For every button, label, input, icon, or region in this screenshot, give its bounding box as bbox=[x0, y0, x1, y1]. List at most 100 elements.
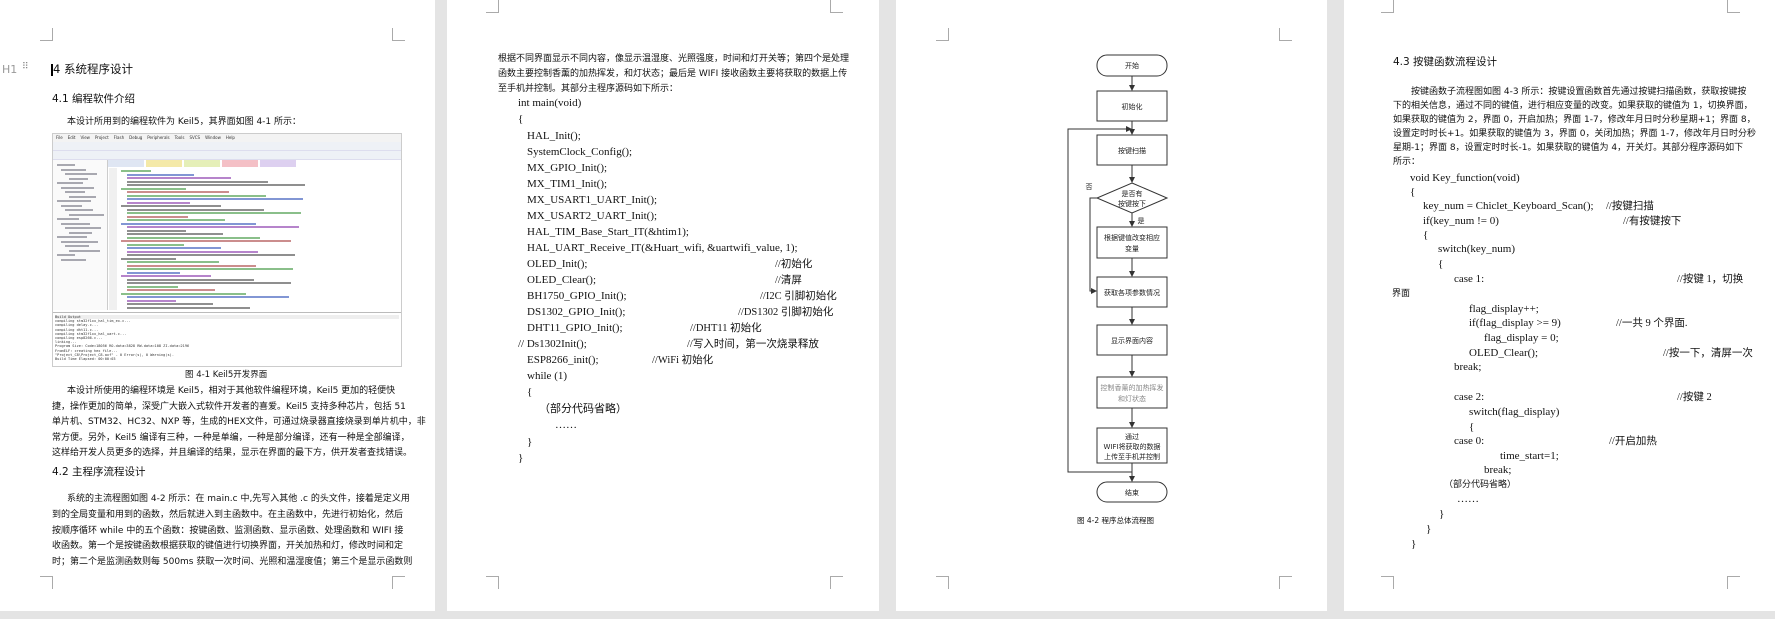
ide-tree-item bbox=[61, 186, 94, 189]
code-line: if(flag_display >= 9) bbox=[1469, 317, 1561, 329]
flow-end bbox=[1096, 481, 1168, 503]
build-output-line: Build Time Elapsed: 00:00:03 bbox=[55, 357, 116, 362]
code-line: （部分代码省略） bbox=[1444, 480, 1517, 490]
flow-change-var-label-1: 根据键值改变相应 bbox=[1104, 233, 1160, 242]
code-line: HAL_Init(); bbox=[527, 130, 581, 142]
code-line: SystemClock_Config(); bbox=[527, 146, 633, 158]
code-comment: //一共 9 个界面. bbox=[1616, 318, 1688, 329]
code-line: { bbox=[527, 386, 533, 398]
ide-code-line bbox=[127, 278, 254, 281]
ide-code-line bbox=[127, 247, 221, 249]
ide-tree-item bbox=[65, 191, 85, 193]
flow-init-label: 初始化 bbox=[1122, 102, 1143, 111]
flow-no-label: 否 bbox=[1086, 183, 1093, 191]
code-line: } bbox=[1439, 508, 1445, 520]
ide-menu-item: File bbox=[56, 135, 63, 140]
body-text-line: 常方便。另外，Keil5 编译有三种，一种是单编，一种是部分编译，还有一种是全部… bbox=[52, 432, 410, 443]
code-line: MX_USART2_UART_Init(); bbox=[527, 210, 658, 222]
code-comment: //按键 2 bbox=[1677, 392, 1712, 403]
page-margin-corner bbox=[936, 576, 949, 589]
code-line: switch(key_num) bbox=[1438, 243, 1515, 255]
code-comment: //按一下，清屏一次 bbox=[1663, 348, 1753, 359]
code-line: { bbox=[1469, 421, 1475, 433]
ide-code-line bbox=[127, 198, 303, 200]
ide-code-line bbox=[127, 289, 215, 291]
flow-end-label: 结束 bbox=[1125, 488, 1139, 497]
ide-tree-item bbox=[69, 195, 96, 198]
ide-code-line bbox=[127, 229, 186, 232]
code-line: OLED_Clear(); bbox=[527, 274, 597, 286]
body-text-line: 按键函数子流程图如图 4-3 所示：按键设置函数首先通过按键扫描函数，获取按键按 bbox=[1411, 87, 1747, 97]
flow-start-label: 开始 bbox=[1125, 61, 1139, 70]
code-line: BH1750_GPIO_Init(); bbox=[527, 290, 627, 302]
code-line: } bbox=[1426, 523, 1432, 535]
flow-decision-label-1: 是否有 bbox=[1122, 189, 1143, 198]
page-margin-corner bbox=[936, 28, 949, 41]
body-text-line: 捷，操作更加的简单，深受广大嵌入式软件开发者的喜爱。Keil5 支持多种芯片，包… bbox=[52, 401, 406, 412]
flow-display-label: 显示界面内容 bbox=[1111, 336, 1153, 345]
ide-code-line bbox=[127, 303, 213, 305]
ide-code-line bbox=[127, 173, 194, 176]
page-margin-corner bbox=[1727, 576, 1740, 589]
main-flowchart: 开始 初始化 按键扫描 是否有 按键按下 是 否 根据键值改变相应 变量 获取各… bbox=[1067, 54, 1169, 503]
build-output-line: compiling delay.c... bbox=[55, 323, 99, 328]
code-line: case 2: bbox=[1454, 391, 1485, 403]
ide-tree-item bbox=[61, 168, 86, 171]
flow-wifi-label-1: 通过 bbox=[1125, 432, 1139, 441]
ide-code-line bbox=[127, 208, 264, 211]
figure-4-1-caption: 图 4-1 Keil5开发界面 bbox=[185, 370, 268, 380]
ide-code-line bbox=[127, 296, 289, 298]
flow-wifi-label-2: WIFI将获取的数据 bbox=[1103, 442, 1160, 451]
ide-code-line bbox=[127, 180, 268, 183]
code-line: （部分代码省略） bbox=[539, 403, 627, 415]
flow-get-params bbox=[1096, 276, 1168, 308]
ide-menu-item: Window bbox=[205, 135, 221, 140]
ide-tree-item bbox=[57, 254, 75, 256]
ide-tree-item bbox=[65, 245, 89, 247]
build-output-line: "Project_C8\Project_C8.axf" - 0 Error(s)… bbox=[55, 352, 174, 357]
code-line: ESP8266_init(); bbox=[527, 354, 599, 366]
ide-tree-item bbox=[57, 236, 87, 238]
code-line: { bbox=[1423, 229, 1429, 241]
code-line: while (1) bbox=[527, 370, 568, 382]
page-margin-corner bbox=[392, 576, 405, 589]
ide-tree-item bbox=[61, 258, 86, 261]
ide-toolbar bbox=[53, 142, 401, 151]
ide-menu-item: Peripherals bbox=[147, 135, 170, 140]
ide-code-line bbox=[121, 222, 256, 225]
ide-build-output: Build Output compiling stm32f1xx_hal_tim… bbox=[53, 312, 401, 366]
ide-code-line bbox=[127, 299, 176, 302]
flow-control-label-2: 和灯状态 bbox=[1118, 394, 1146, 403]
flow-decision bbox=[1095, 182, 1169, 214]
code-line: HAL_UART_Receive_IT(&Huart_wifi, &uartwi… bbox=[527, 242, 798, 254]
body-text-line: 到的全局变量和用到的函数，然后就进入到主函数中。在主函数中，先进行初始化，然后 bbox=[52, 509, 404, 520]
section-4-3-title: 4.3 按键函数流程设计 bbox=[1393, 56, 1498, 68]
body-text-line: 如果获取的键值为 2，界面 0，开启加热；界面 1-7，修改年月日时分秒星期+1… bbox=[1393, 115, 1756, 125]
body-text-line: 函数主要控制香薰的加热挥发，和灯状态；最后是 WIFI 接收函数主要将获取的数据… bbox=[498, 69, 848, 79]
ide-code-line bbox=[127, 250, 258, 253]
heading-level-marker[interactable]: H1 bbox=[2, 63, 18, 76]
page-margin-corner bbox=[486, 0, 499, 13]
ide-menu-item: Debug bbox=[129, 135, 143, 140]
body-text-line: 系统的主流程图如图 4-2 所示：在 main.c 中,先写入其他 .c 的头文… bbox=[67, 494, 410, 504]
code-line: DHT11_GPIO_Init(); bbox=[527, 322, 623, 334]
ide-menu-item: SVCS bbox=[189, 135, 201, 140]
page-2: 根据不同界面显示不同内容，像显示温湿度、光照强度，时间和灯开关等；第四个是处理函… bbox=[447, 0, 879, 611]
code-line: MX_GPIO_Init(); bbox=[527, 162, 608, 174]
code-line: // Ds1302Init(); bbox=[518, 338, 587, 350]
ide-menu-item: Tools bbox=[174, 135, 185, 140]
page-4: 4.3 按键函数流程设计 按键函数子流程图如图 4-3 所示：按键设置函数首先通… bbox=[1344, 0, 1775, 611]
body-text-line: 根据不同界面显示不同内容，像显示温湿度、光照强度，时间和灯开关等；第四个是处理 bbox=[498, 54, 850, 64]
ide-line-gutter bbox=[109, 168, 117, 310]
ide-tree-item bbox=[65, 227, 101, 229]
ide-project-tree bbox=[53, 160, 108, 310]
ide-code-line bbox=[121, 187, 186, 190]
drag-handle-icon[interactable]: ⠿ bbox=[22, 62, 29, 72]
ide-code-line bbox=[127, 271, 180, 274]
body-text-line: 本设计所使用的编程环境是 Keil5，相对于其他软件编程环境，Keil5 更加的… bbox=[67, 386, 396, 396]
code-comment: //初始化 bbox=[775, 259, 813, 270]
chapter-title: 4 系统程序设计 bbox=[53, 62, 133, 76]
ide-code-line bbox=[127, 177, 231, 179]
ide-tree-item bbox=[69, 213, 104, 216]
